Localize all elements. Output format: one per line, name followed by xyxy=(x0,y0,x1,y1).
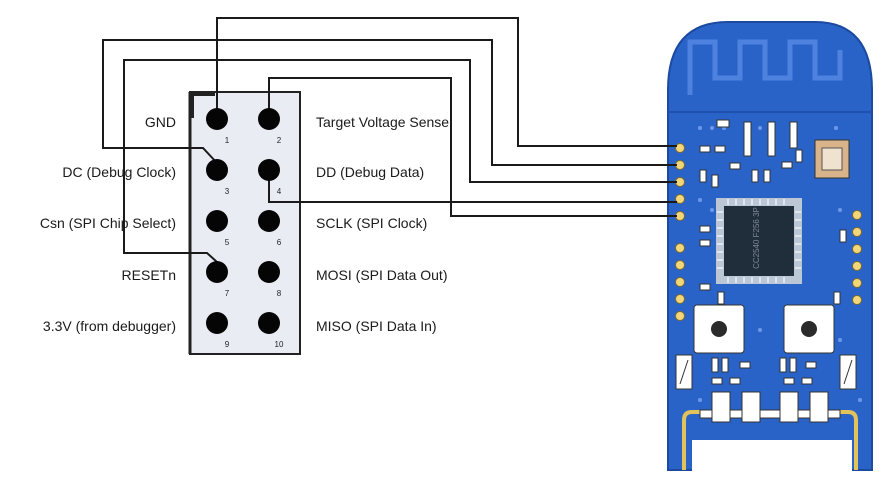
mcu-chip: CC2540 F256 3P xyxy=(716,198,802,284)
pin-number-1: 1 xyxy=(225,136,230,145)
label-dd: DD (Debug Data) xyxy=(316,164,425,180)
label-gnd: GND xyxy=(144,114,176,130)
label-sclk: SCLK (SPI Clock) xyxy=(316,215,428,231)
pcb-vias xyxy=(698,126,862,402)
pin-2 xyxy=(258,108,280,130)
label-miso: MISO (SPI Data In) xyxy=(316,318,437,334)
pin-4 xyxy=(258,159,280,181)
wire-dd xyxy=(268,172,677,203)
battery-connector xyxy=(682,391,858,480)
smd-components xyxy=(699,119,850,305)
pin-number-7: 7 xyxy=(225,289,230,298)
pin-1 xyxy=(206,108,228,130)
wire-reset xyxy=(123,59,677,263)
pin-8 xyxy=(258,261,280,283)
pin-number-5: 5 xyxy=(225,238,230,247)
wires xyxy=(102,17,677,263)
push-button-right xyxy=(783,304,835,354)
pin-number-10: 10 xyxy=(275,340,284,349)
pcb-side-pads xyxy=(852,210,862,305)
pin-number-2: 2 xyxy=(277,136,282,145)
pin-number-8: 8 xyxy=(277,289,282,298)
wire-vsense xyxy=(268,77,677,217)
pin-number-9: 9 xyxy=(225,340,230,349)
pcb-header-pads xyxy=(675,143,685,321)
label-dc: DC (Debug Clock) xyxy=(62,164,176,180)
pin-9 xyxy=(206,312,228,334)
pin-3 xyxy=(206,159,228,181)
lower-components xyxy=(675,354,857,390)
pin-number-4: 4 xyxy=(277,187,282,196)
pin-10 xyxy=(258,312,280,334)
connector-pins: 1 2 3 4 5 6 7 8 9 10 xyxy=(206,108,284,349)
antenna-trace xyxy=(687,39,843,95)
label-target-voltage: Target Voltage Sense xyxy=(316,114,450,130)
chip-marking: CC2540 F256 3P xyxy=(752,207,761,269)
wire-dc xyxy=(102,39,677,166)
pcb-board: CC2540 F256 3P xyxy=(667,21,873,480)
label-csn: Csn (SPI Chip Select) xyxy=(39,215,176,231)
pin-number-6: 6 xyxy=(277,238,282,247)
pin-6 xyxy=(258,210,280,232)
label-resetn: RESETn xyxy=(121,267,176,283)
push-button-left xyxy=(693,304,745,354)
jtag-connector xyxy=(188,91,301,355)
pin-number-3: 3 xyxy=(225,187,230,196)
label-3v3: 3.3V (from debugger) xyxy=(42,318,176,334)
label-mosi: MOSI (SPI Data Out) xyxy=(316,267,448,283)
pin-7 xyxy=(206,261,228,283)
pin-5 xyxy=(206,210,228,232)
wire-gnd xyxy=(216,17,677,147)
